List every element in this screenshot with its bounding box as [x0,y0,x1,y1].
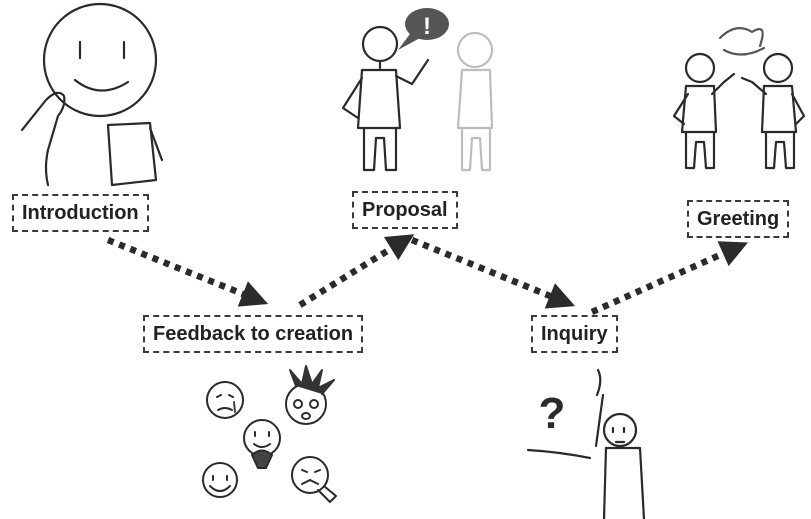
node-proposal: Proposal [352,191,458,229]
faint-person-icon [456,31,494,172]
smiley-holding-card-icon [20,2,164,187]
greeting-people-icon [672,27,806,170]
confused-person-icon [526,368,646,519]
node-feedback-to-creation: Feedback to creation [143,315,364,353]
node-greeting: Greeting [687,200,790,238]
node-inquiry: Inquiry [531,315,618,353]
proposing-person-icon [341,25,430,172]
arrow-introduction-to-feedback [106,236,269,307]
node-introduction: Introduction [12,194,149,232]
exclamation-mark: ! [423,13,431,40]
emotion-faces-icon [202,365,337,503]
arrow-inquiry-to-greeting [590,241,748,315]
arrow-proposal-to-inquiry [410,236,576,309]
speech-bubble-icon: ! [398,8,449,50]
question-mark: ? [539,389,566,438]
arrow-feedback-to-proposal [298,234,415,308]
